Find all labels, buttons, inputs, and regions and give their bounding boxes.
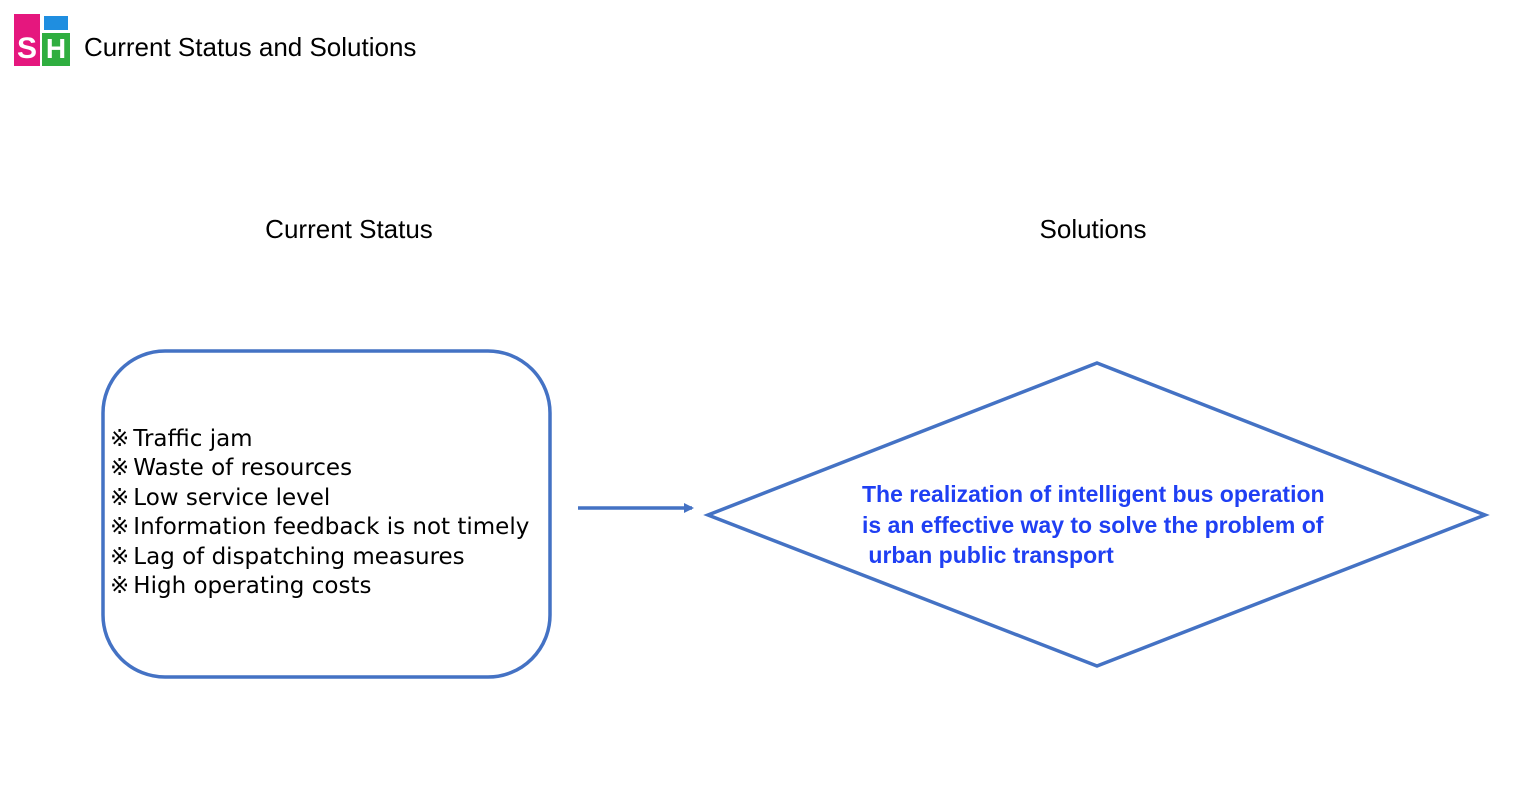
- solution-text: The realization of intelligent bus opera…: [862, 479, 1382, 571]
- solution-line: is an effective way to solve the problem…: [862, 511, 1324, 538]
- status-item: ※Waste of resources: [110, 454, 529, 483]
- bullet-mark: ※: [110, 455, 130, 482]
- solution-line: urban public transport: [862, 542, 1114, 568]
- bullet-mark: ※: [110, 543, 130, 570]
- status-item-text: Traffic jam: [133, 426, 253, 452]
- bullet-mark: ※: [110, 514, 130, 541]
- status-item: ※Low service level: [110, 484, 529, 513]
- status-item-text: High operating costs: [133, 573, 372, 600]
- logo-green-block: [42, 33, 70, 66]
- current-status-list: ※Traffic jam ※Waste of resources ※Low se…: [110, 425, 529, 601]
- logo-letter-h: H: [46, 33, 66, 64]
- bullet-mark: ※: [110, 573, 130, 600]
- current-status-box: [101, 349, 552, 679]
- status-item-text: Waste of resources: [133, 455, 353, 482]
- status-item: ※Information feedback is not timely: [110, 513, 529, 542]
- current-status-heading: Current Status: [265, 214, 433, 244]
- status-item-text: Low service level: [133, 484, 331, 511]
- page-title: Current Status and Solutions: [84, 32, 417, 62]
- status-item: ※High operating costs: [110, 572, 529, 601]
- status-item-text: Lag of dispatching measures: [133, 543, 465, 570]
- solutions-heading: Solutions: [1039, 214, 1147, 244]
- logo-letter-s: S: [17, 32, 37, 65]
- solution-line: The realization of intelligent bus opera…: [862, 481, 1325, 507]
- logo-magenta-block: [14, 14, 40, 66]
- status-item: ※Traffic jam: [110, 425, 529, 454]
- bullet-mark: ※: [110, 426, 130, 452]
- status-item: ※Lag of dispatching measures: [110, 543, 529, 572]
- logo-blue-block: [44, 16, 68, 30]
- solution-diamond: [703, 361, 1490, 668]
- status-item-text: Information feedback is not timely: [133, 514, 530, 541]
- bullet-mark: ※: [110, 484, 130, 511]
- sh-logo: S H: [14, 14, 70, 66]
